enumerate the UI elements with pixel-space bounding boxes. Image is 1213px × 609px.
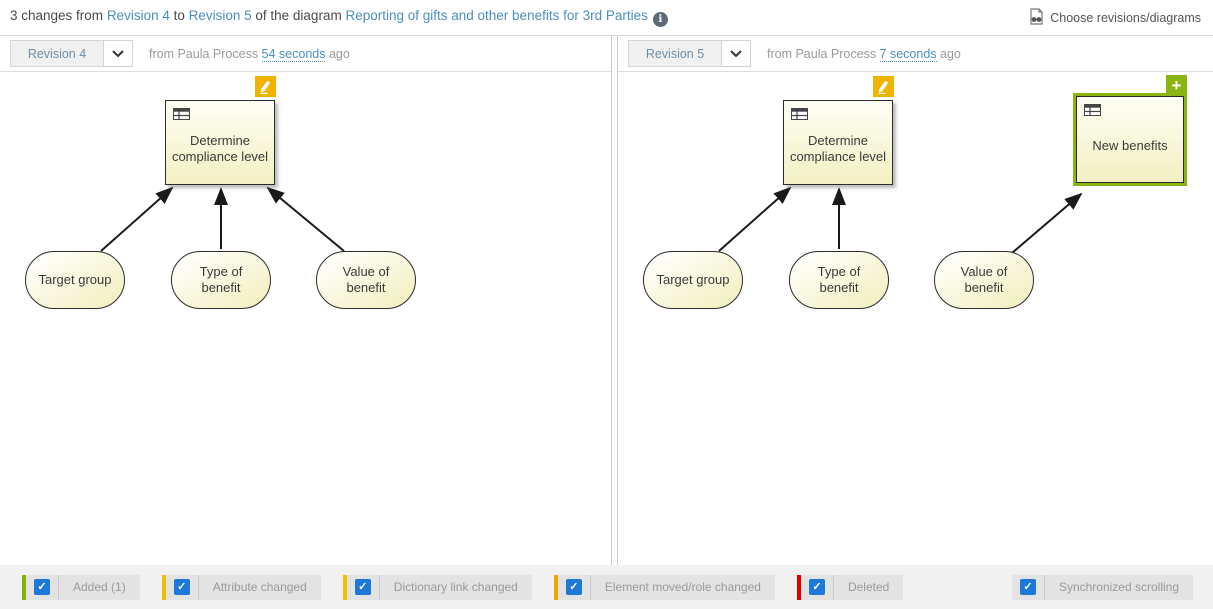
legend-color-deleted <box>796 574 801 600</box>
node-label: Target group <box>38 272 112 288</box>
node-new-benefits-body: New benefits <box>1076 96 1184 183</box>
right-panel-header: Revision 5 from Paula Process 7 seconds … <box>618 36 1213 72</box>
added-badge: + <box>1166 75 1187 96</box>
right-panel: Revision 5 from Paula Process 7 seconds … <box>617 36 1213 565</box>
left-revision-select[interactable]: Revision 4 <box>10 40 133 67</box>
byline-suffix: ago <box>936 46 961 61</box>
divider <box>197 574 199 600</box>
edge-value-to-new-benefits <box>1011 192 1083 254</box>
legend-color-added <box>22 574 26 600</box>
node-new-benefits[interactable]: + New benefits <box>1073 75 1187 186</box>
compare-panes: Revision 4 from Paula Process 54 seconds… <box>0 36 1213 565</box>
summary-text: to <box>169 8 189 24</box>
node-label: Value of benefit <box>342 264 390 295</box>
checkbox-dictionary-link-changed[interactable]: ✓ <box>354 579 371 595</box>
change-summary: 3 changes from Revision 4 to Revision 5 … <box>10 8 668 27</box>
checkbox-attribute-changed[interactable]: ✓ <box>173 579 190 595</box>
left-time-link[interactable]: 54 seconds <box>261 46 326 62</box>
right-diagram-canvas[interactable]: Determine compliance level + New benefit… <box>618 72 1213 565</box>
checkbox-synchronized-scrolling[interactable]: ✓ <box>1019 579 1036 595</box>
byline-suffix: ago <box>325 46 350 61</box>
legend-item-attribute-changed[interactable]: ✓ Attribute changed <box>161 574 321 600</box>
legend-label-element-moved: Element moved/role changed <box>604 580 761 594</box>
right-byline: from Paula Process 7 seconds ago <box>767 46 961 62</box>
left-revision-label: Revision 4 <box>11 41 103 66</box>
revision-to-link[interactable]: Revision 5 <box>188 8 252 24</box>
choose-revisions-label: Choose revisions/diagrams <box>1050 10 1201 25</box>
node-type-of-benefit[interactable]: Type of benefit <box>171 251 271 309</box>
byline-prefix: from Paula Process <box>149 46 262 61</box>
legend-color-attribute-changed <box>161 574 166 600</box>
legend-color-dictionary-link-changed <box>342 574 347 600</box>
chevron-down-icon <box>103 41 132 66</box>
legend-label-added: Added (1) <box>73 580 126 594</box>
chevron-down-icon <box>721 41 750 66</box>
legend-label-synchronized-scrolling: Synchronized scrolling <box>1058 580 1179 594</box>
node-label: Determine compliance level <box>789 132 887 164</box>
left-panel-header: Revision 4 from Paula Process 54 seconds… <box>0 36 611 72</box>
legend-item-deleted[interactable]: ✓ Deleted <box>796 574 904 600</box>
node-value-of-benefit[interactable]: Value of benefit <box>316 251 416 309</box>
table-icon <box>791 107 808 125</box>
legend-item-dictionary-link-changed[interactable]: ✓ Dictionary link changed <box>342 574 532 600</box>
divider <box>378 574 380 600</box>
node-label: New benefits <box>1092 137 1168 153</box>
legend-label-deleted: Deleted <box>847 580 890 594</box>
summary-text: 3 changes from <box>10 8 107 24</box>
edge-target-to-determine <box>718 186 792 252</box>
checkbox-element-moved[interactable]: ✓ <box>565 579 582 595</box>
attribute-changed-badge <box>255 76 276 97</box>
legend-bar: ✓ Added (1) ✓ Attribute changed ✓ Dictio… <box>0 565 1213 609</box>
node-label: Type of benefit <box>199 264 243 295</box>
node-target-group[interactable]: Target group <box>25 251 125 309</box>
edge-target-to-determine <box>100 186 174 252</box>
divider <box>832 574 834 600</box>
revision-from-link[interactable]: Revision 4 <box>106 8 170 24</box>
diagram-name-link[interactable]: Reporting of gifts and other benefits fo… <box>345 8 648 24</box>
right-revision-select[interactable]: Revision 5 <box>628 40 751 67</box>
legend-label-attribute-changed: Attribute changed <box>212 580 307 594</box>
left-arrows <box>100 186 345 252</box>
legend-item-added[interactable]: ✓ Added (1) <box>22 574 140 600</box>
byline-prefix: from Paula Process <box>767 46 880 61</box>
edge-value-to-determine <box>266 186 345 252</box>
checkbox-added[interactable]: ✓ <box>34 579 50 595</box>
legend-color-element-moved <box>553 574 558 600</box>
right-arrows <box>718 186 1083 254</box>
table-icon <box>1084 103 1101 121</box>
attribute-changed-badge <box>873 76 894 97</box>
right-revision-label: Revision 5 <box>629 41 721 66</box>
summary-text: of the diagram <box>251 8 346 24</box>
legend-item-synchronized-scrolling[interactable]: ✓ Synchronized scrolling <box>1011 574 1193 600</box>
node-label: Value of benefit <box>960 264 1008 295</box>
choose-revisions-icon <box>1028 7 1045 28</box>
node-determine-compliance-level[interactable]: Determine compliance level <box>165 76 276 185</box>
node-value-of-benefit[interactable]: Value of benefit <box>934 251 1034 309</box>
checkbox-deleted[interactable]: ✓ <box>808 579 825 595</box>
left-byline: from Paula Process 54 seconds ago <box>149 46 350 62</box>
legend-item-element-moved[interactable]: ✓ Element moved/role changed <box>553 574 775 600</box>
left-panel: Revision 4 from Paula Process 54 seconds… <box>0 36 612 565</box>
node-label: Target group <box>656 272 730 288</box>
table-icon <box>173 107 190 125</box>
divider <box>1043 574 1045 600</box>
divider <box>58 574 59 600</box>
legend-label-dictionary-link-changed: Dictionary link changed <box>393 580 518 594</box>
divider <box>589 574 591 600</box>
right-time-link[interactable]: 7 seconds <box>879 46 937 62</box>
left-diagram-canvas[interactable]: Determine compliance level Target group … <box>0 72 611 565</box>
top-bar: 3 changes from Revision 4 to Revision 5 … <box>0 0 1213 36</box>
node-determine-compliance-level[interactable]: Determine compliance level <box>783 76 894 185</box>
node-type-of-benefit[interactable]: Type of benefit <box>789 251 889 309</box>
node-target-group[interactable]: Target group <box>643 251 743 309</box>
info-icon[interactable]: i <box>652 11 668 27</box>
node-label: Determine compliance level <box>171 132 269 164</box>
choose-revisions-button[interactable]: Choose revisions/diagrams <box>1028 7 1201 28</box>
node-label: Type of benefit <box>817 264 861 295</box>
